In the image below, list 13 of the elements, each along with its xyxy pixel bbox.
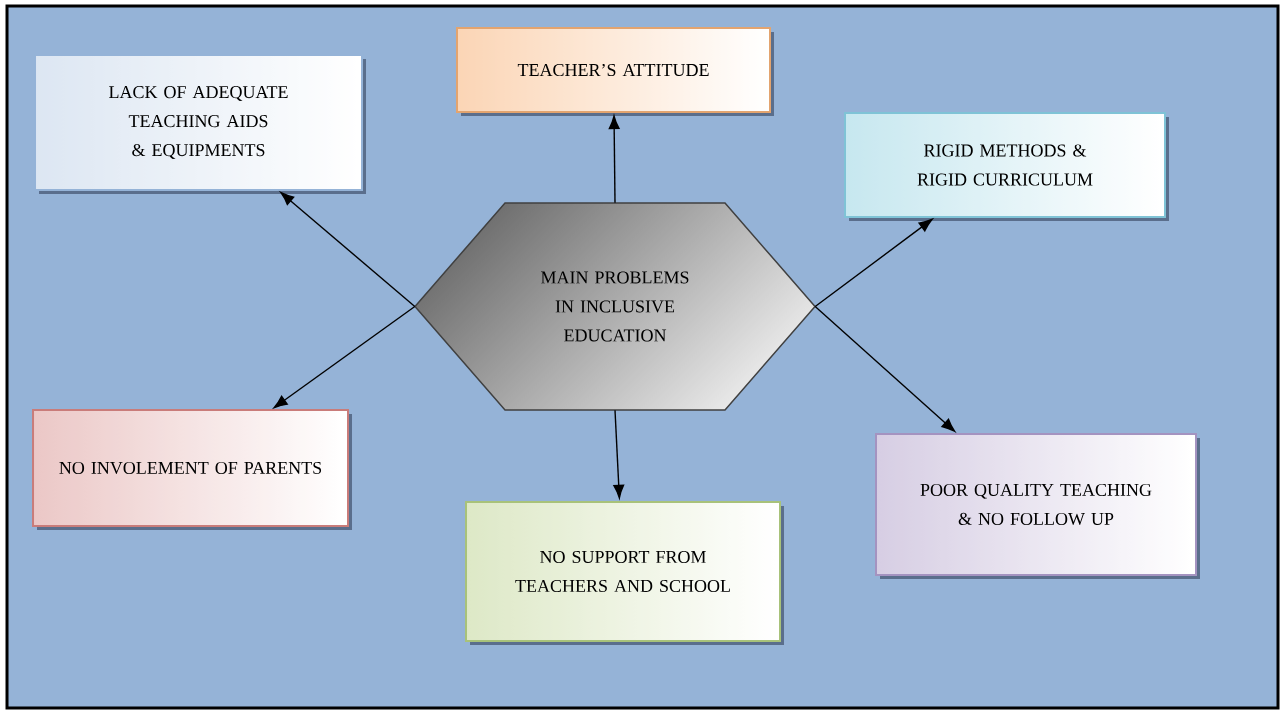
text-box: NO INVOLEMENT OF PARENTS <box>32 409 352 530</box>
hexagon: MAIN PROBLEMS IN INCLUSIVE EDUCATION <box>414 202 816 411</box>
arrow <box>273 305 416 409</box>
text-box: LACK OF ADEQUATE TEACHING AIDS & EQUIPMENTS <box>34 54 366 194</box>
arrow <box>608 115 620 204</box>
text-box: POOR QUALITY TEACHING & NO FOLLOW UP <box>875 433 1200 579</box>
arrow <box>814 218 933 308</box>
text-box: RIGID METHODS & RIGID CURRICULUM <box>844 112 1169 221</box>
arrow <box>814 305 956 432</box>
text-box: TEACHER’S ATTITUDE <box>456 27 774 116</box>
arrow <box>613 409 625 499</box>
text-box: NO SUPPORT FROM TEACHERS AND SCHOOL <box>465 501 784 645</box>
arrow <box>280 192 416 308</box>
